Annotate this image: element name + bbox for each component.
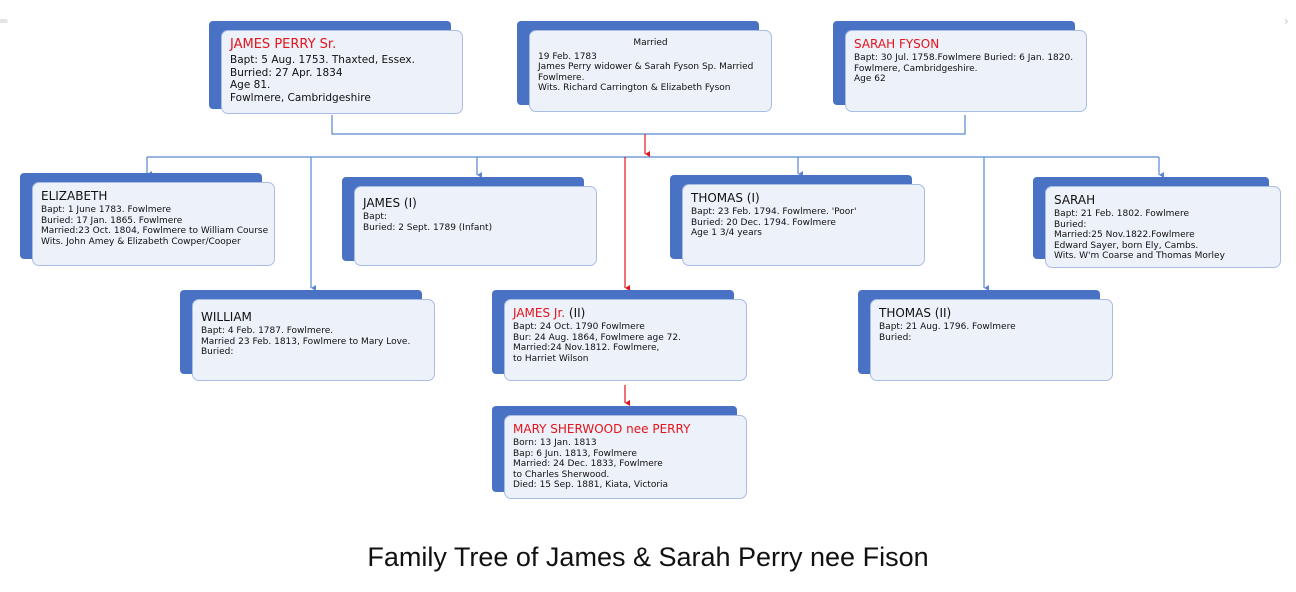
child-name: WILLIAM [201,310,252,324]
child-detail: Wits. W'm Coarse and Thomas Morley [1054,251,1225,262]
child-detail: Buried: 17 Jan. 1865. Fowlmere [41,215,183,226]
child-name: JAMES Jr. (II) [513,306,738,321]
mother-detail: Fowlmere, Cambridgeshire. [854,63,978,74]
father-name: JAMES PERRY Sr. [230,37,337,52]
parents-join-line [331,115,966,135]
child-detail: Edward Sayer, born Ely, Cambs. [1054,240,1199,251]
chevron-right-icon: › [1284,14,1289,28]
mother-detail: Age 62 [854,74,886,85]
child-detail: Bapt: 4 Feb. 1787. Fowlmere. [201,326,334,336]
child-detail: Age 1 3/4 years [691,228,762,239]
grandchild-detail: to Charles Sherwood. [513,469,610,480]
marriage-detail: Wits. Richard Carrington & Elizabeth Fys… [538,83,731,94]
child-detail: Bur: 24 Aug. 1864, Fowlmere age 72. [513,332,681,343]
mother-detail: Bapt: 30 Jul. 1758.Fowlmere Buried: 6 Ja… [854,53,1074,63]
mother-name: SARAH FYSON [854,37,940,51]
child-detail: Bapt: 23 Feb. 1794. Fowlmere. 'Poor' [691,207,857,217]
child-name: SARAH [1054,193,1096,207]
grandchild-detail: Married: 24 Dec. 1833, Fowlmere [513,459,663,470]
marriage-detail: 19 Feb. 1783 [538,51,597,62]
child-name: JAMES (I) [363,196,417,210]
child-detail: Buried: 2 Sept. 1789 (Infant) [363,222,493,233]
child-name: THOMAS (I) [691,191,760,205]
child-detail: Buried: [879,332,912,343]
child-detail: Buried: 20 Dec. 1794. Fowlmere [691,217,836,228]
child-detail: Married:23 Oct. 1804, Fowlmere to Willia… [41,226,269,237]
father-detail: Age 81. [230,79,271,92]
child-detail: Wits. John Amey & Elizabeth Cowper/Coope… [41,236,241,247]
james-jr-name: JAMES Jr. [513,306,566,320]
grandchild-detail: Died: 15 Sep. 1881, Kiata, Victoria [513,480,669,491]
child-detail: Bapt: 21 Aug. 1796. Fowlmere [879,322,1016,332]
child-detail: Married 23 Feb. 1813, Fowlmere to Mary L… [201,336,411,347]
child-detail: Bapt: 1 June 1783. Fowlmere [41,205,172,215]
diagram-caption: Family Tree of James & Sarah Perry nee F… [367,542,929,572]
child-detail: Bapt: 21 Feb. 1802. Fowlmere [1054,209,1189,219]
marriage-heading: Married [633,38,668,48]
child-detail: Bapt: [363,212,387,222]
grandchild-name: MARY SHERWOOD nee PERRY [513,422,691,436]
marriage-detail: James Perry widower & Sarah Fyson Sp. Ma… [538,62,754,73]
child-detail: Married:25 Nov.1822.Fowlmere [1054,230,1195,241]
child-detail: Buried: [1054,219,1087,230]
menu-lines-icon: ═ [0,14,8,28]
child-detail: Bapt: 24 Oct. 1790 Fowlmere [513,322,645,332]
father-detail: Burried: 27 Apr. 1834 [230,66,343,79]
father-detail: Fowlmere, Cambridgeshire [230,91,371,104]
child-detail: Buried: [201,347,234,358]
child-detail: Married:24 Nov.1812. Fowlmere, [513,343,660,354]
grandchild-detail: Born: 13 Jan. 1813 [513,438,597,448]
grandchild-detail: Bap: 6 Jun. 1813, Fowlmere [513,448,637,459]
child-name: THOMAS (II) [879,306,952,320]
father-detail: Bapt: 5 Aug. 1753. Thaxted, Essex. [230,54,415,66]
child-name: ELIZABETH [41,189,108,203]
james-jr-suffix: (II) [565,306,586,320]
child-detail: to Harriet Wilson [513,353,589,364]
marriage-detail: Fowlmere. [538,72,585,83]
